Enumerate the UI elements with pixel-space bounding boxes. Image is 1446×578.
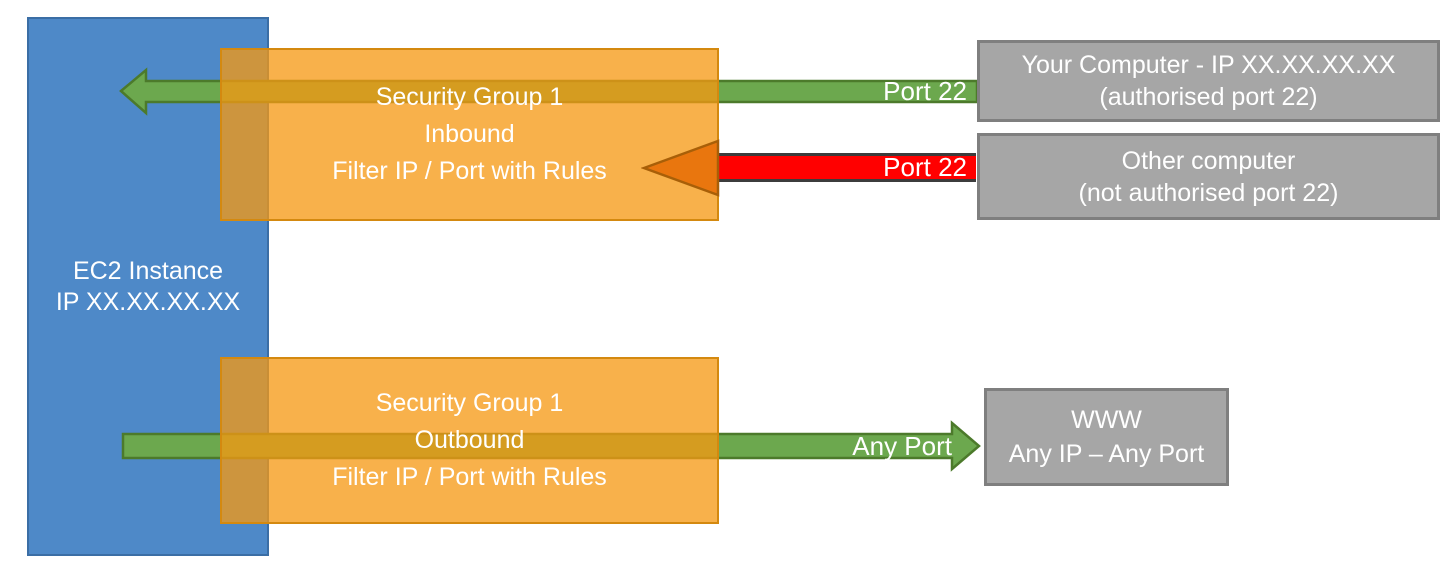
www-title: WWW [1071,406,1142,434]
www-note: Any IP – Any Port [1008,440,1205,468]
inbound-blocked-arrow-head [641,139,720,197]
your-computer-box: Your Computer - IP XX.XX.XX.XX (authoris… [977,40,1440,122]
ec2-instance-ip: IP XX.XX.XX.XX [55,287,241,316]
outbound-port-label: Any Port [852,431,952,461]
security-group-inbound-box: Security Group 1 Inbound Filter IP / Por… [220,48,719,221]
sg-inbound-description: Filter IP / Port with Rules [332,157,607,185]
sg-outbound-direction: Outbound [414,426,525,454]
your-computer-title: Your Computer - IP XX.XX.XX.XX [1021,51,1396,79]
inbound-blocked-port-label: Port 22 [883,152,967,182]
sg-outbound-title: Security Group 1 [375,389,564,417]
other-computer-note: (not authorised port 22) [1078,178,1339,207]
www-box: WWW Any IP – Any Port [984,388,1229,486]
blocked-arrowhead-shape [641,139,720,197]
security-group-outbound-box: Security Group 1 Outbound Filter IP / Po… [220,357,719,524]
sg-inbound-title: Security Group 1 [375,83,564,111]
other-computer-box: Other computer (not authorised port 22) [977,133,1440,220]
ec2-instance-name: EC2 Instance [72,256,224,285]
sg-inbound-direction: Inbound [424,120,515,148]
inbound-allowed-port-label: Port 22 [883,76,967,106]
inbound-blocked-arrow-bar [716,153,976,182]
your-computer-note: (authorised port 22) [1099,83,1318,111]
other-computer-title: Other computer [1121,146,1296,175]
sg-outbound-description: Filter IP / Port with Rules [332,463,607,491]
